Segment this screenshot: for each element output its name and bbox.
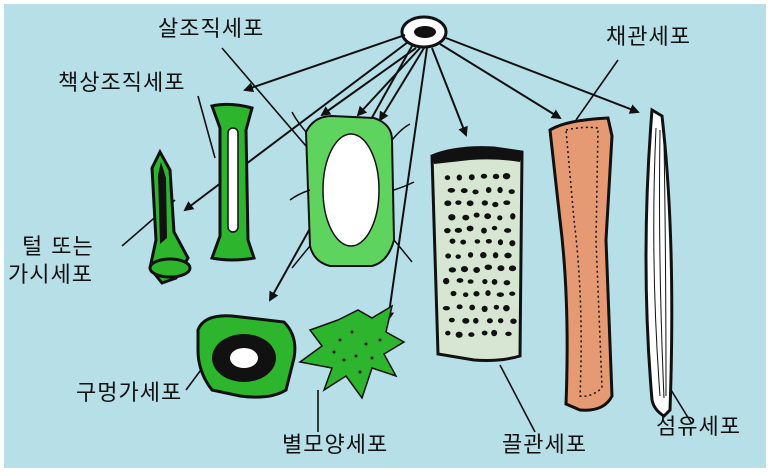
vessel-pit — [444, 228, 451, 233]
vessel-pit — [504, 253, 511, 259]
vessel-pit — [505, 332, 511, 337]
vessel-pit — [509, 240, 515, 246]
vessel-pit — [463, 292, 468, 297]
vessel-pit — [480, 252, 486, 258]
vessel-pit — [467, 200, 474, 206]
vessel-pit — [492, 202, 498, 207]
vessel-pit — [457, 304, 463, 309]
stellate-cell — [300, 306, 404, 398]
vessel-pit — [497, 265, 504, 271]
label-guard: 구멍가세포 — [76, 382, 182, 406]
vessel-pit — [482, 331, 488, 336]
vessel-pit — [469, 174, 475, 180]
vessel-pit — [443, 306, 450, 310]
vessel-pit — [460, 240, 466, 245]
vessel-pit — [486, 239, 492, 244]
vessel-pit — [461, 266, 468, 272]
vessel-pit — [449, 318, 455, 323]
vessel-pit — [472, 190, 478, 195]
vessel-pit — [491, 330, 497, 336]
vessel-pit — [509, 265, 516, 271]
vessel-pit — [448, 188, 455, 193]
vessel-pit — [455, 228, 462, 233]
vessel-pit — [475, 239, 481, 243]
vessel-pit — [473, 267, 480, 273]
vessel-pit — [449, 267, 456, 272]
vessel-pit — [492, 226, 497, 230]
vessel-pit — [509, 189, 515, 194]
vessel-pit — [481, 174, 487, 179]
vessel-pit — [498, 318, 503, 323]
vessel-pit — [473, 318, 479, 324]
vessel-pit — [493, 252, 498, 258]
vessel-pit — [468, 332, 474, 337]
fiber-cell — [646, 110, 672, 416]
vessel-pit — [467, 226, 474, 232]
label-trichome-line2: 가시세포 — [8, 264, 93, 288]
origin-cell — [402, 17, 446, 47]
vessel-pit — [444, 200, 451, 206]
vessel-pit — [445, 253, 451, 258]
guard-cell — [198, 316, 295, 397]
vessel-pit — [448, 214, 455, 220]
palisade-cell — [212, 104, 254, 260]
vessel-pit — [473, 291, 479, 296]
label-trichome-line1: 털 또는 — [22, 236, 94, 260]
vessel-pit — [485, 290, 490, 296]
vessel-pit — [462, 215, 469, 221]
vessel-pit — [486, 187, 492, 193]
vessel-pit — [487, 318, 493, 323]
vessel-pit — [498, 239, 503, 245]
vessel-cell — [432, 148, 522, 361]
vessel-pit — [468, 252, 473, 258]
vessel-pit — [456, 254, 461, 259]
vessel-pit — [482, 306, 488, 312]
label-stellate: 별모양세포 — [282, 434, 388, 458]
vessel-pit — [497, 215, 502, 220]
label-vessel: 끌관세포 — [502, 434, 587, 458]
vessel-pit — [504, 228, 511, 233]
vessel-pit — [469, 305, 475, 311]
vessel-pit — [461, 188, 468, 193]
vessel-pit — [443, 278, 449, 284]
vessel-pit — [468, 279, 474, 283]
vessel-pit — [450, 291, 456, 296]
vessel-pit — [510, 319, 516, 324]
vessel-pit — [482, 279, 487, 284]
vessel-pit — [510, 213, 515, 219]
label-fiber: 섬유세포 — [656, 416, 741, 440]
vessel-pit — [455, 200, 461, 205]
vessel-pit — [474, 213, 480, 218]
vessel-pit — [493, 174, 500, 179]
vessel-pit — [482, 200, 488, 205]
vessel-pit — [509, 291, 515, 295]
sieve-tube-cell — [550, 118, 612, 410]
label-palisade: 책상조직세포 — [58, 72, 185, 96]
vessel-pit — [485, 264, 493, 270]
vessel-pit — [445, 175, 450, 180]
vessel-pit — [462, 318, 469, 324]
vessel-pit — [484, 213, 491, 219]
label-sieve-tube: 채관세포 — [606, 26, 691, 50]
trichome-cell — [150, 152, 190, 283]
vessel-pit — [494, 305, 499, 310]
vessel-pit — [457, 278, 464, 283]
vessel-pit — [457, 174, 462, 180]
parenchyma-cell — [290, 112, 414, 268]
vessel-pit — [503, 305, 510, 311]
vessel-pit — [481, 228, 487, 234]
vessel-pit — [497, 292, 504, 297]
vessel-pit — [450, 238, 456, 243]
vessel-pit — [492, 279, 498, 285]
vessel-pit — [503, 200, 510, 205]
label-parenchyma: 살조직세포 — [158, 18, 264, 42]
vessel-pit — [503, 173, 510, 179]
vessel-pit — [497, 187, 502, 193]
vessel-pit — [456, 332, 463, 338]
vessel-pit — [504, 280, 511, 285]
vessel-pit — [445, 331, 450, 336]
